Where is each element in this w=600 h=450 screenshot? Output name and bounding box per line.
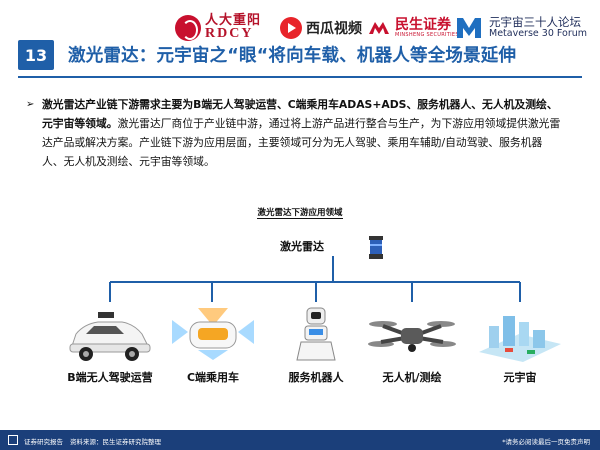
title-divider: [18, 76, 582, 78]
footer-source: 资料来源：民生证券研究院整理: [70, 438, 161, 446]
xigua-play-icon: [280, 17, 302, 39]
metaverse-m-icon: [457, 18, 481, 38]
diagram-title: 激光雷达下游应用领域: [0, 206, 600, 219]
metaverse-city-icon: [479, 316, 561, 362]
footer-report-type: 证券研究报告: [24, 438, 63, 446]
paragraph-text: 激光雷达厂商位于产业链中游，通过将上游产品进行整合与生产，为下游应用领域提供激光…: [42, 117, 561, 168]
robotaxi-car-icon: [69, 312, 151, 361]
rdcy-name-en: RDCY: [205, 26, 254, 42]
passenger-car-sensors-icon: [172, 308, 254, 360]
node-label-robotaxi: B端无人驾驶运营: [67, 371, 153, 384]
metaverse-name-cn: 元宇宙三十人论坛: [489, 14, 581, 29]
slide-number-badge: 13: [18, 40, 54, 70]
slide-title: 激光雷达：元宇宙之“眼“将向车载、机器人等全场景延伸: [68, 46, 517, 66]
body-paragraph: ➢ 激光雷达产业链下游需求主要为B端无人驾驶运营、C端乘用车ADAS+ADS、服…: [26, 95, 562, 171]
metaverse-name-en: Metaverse 30 Forum: [489, 28, 588, 40]
paragraph-lead: 激光雷达产业链下游需求主要为B端无人驾驶运营、C端乘用车ADAS+ADS、服务机…: [42, 98, 558, 130]
header-logos: 人大重阳 RDCY 西瓜视频 民生证券 MINSHENG SECURITIES …: [175, 8, 594, 48]
lidar-sensor-icon: [369, 236, 383, 259]
minsheng-name-en: MINSHENG SECURITIES: [395, 31, 459, 38]
xigua-name: 西瓜视频: [306, 21, 362, 37]
rdcy-seal-icon: [175, 15, 201, 41]
diagram-title-text: 激光雷达下游应用领域: [257, 208, 343, 219]
footer-bar: 证券研究报告 资料来源：民生证券研究院整理 *请务必阅读最后一页免责声明: [0, 430, 600, 450]
rdcy-name-cn: 人大重阳: [205, 12, 262, 28]
node-label-metaverse: 元宇宙: [503, 371, 537, 384]
minsheng-name-cn: 民生证券: [395, 16, 451, 33]
metaverse-forum-logo: 元宇宙三十人论坛 Metaverse 30 Forum: [455, 8, 595, 48]
node-label-passenger-car: C端乘用车: [186, 371, 240, 384]
service-robot-icon: [296, 307, 336, 361]
node-label-service-robot: 服务机器人: [288, 371, 344, 384]
xigua-logo: 西瓜视频: [280, 8, 362, 48]
footer-disclaimer: *请务必阅读最后一页免责声明: [502, 438, 590, 446]
node-label-drone: 无人机/测绘: [382, 371, 442, 384]
drone-icon: [368, 321, 456, 352]
minsheng-emblem-icon: [369, 22, 389, 34]
diagram-root-label: 激光雷达: [280, 240, 324, 253]
bullet-arrow-icon: ➢: [26, 99, 35, 110]
report-icon: [8, 435, 18, 445]
minsheng-logo: 民生证券 MINSHENG SECURITIES: [367, 8, 462, 48]
rdcy-logo: 人大重阳 RDCY: [175, 8, 270, 48]
